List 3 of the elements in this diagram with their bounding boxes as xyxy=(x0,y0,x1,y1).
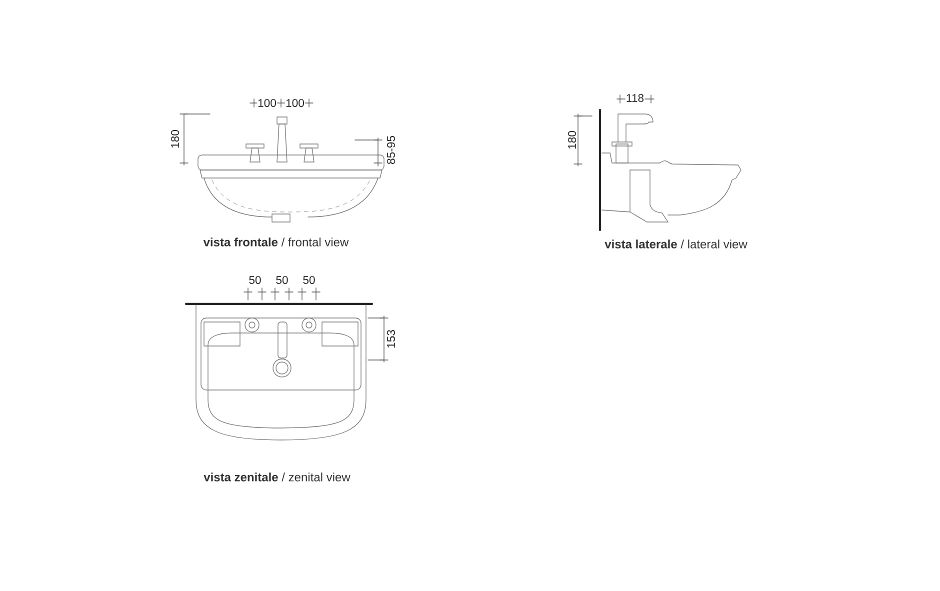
view-caption: vista frontale / frontal view xyxy=(203,238,349,246)
view-caption: vista zenitale / zenital view xyxy=(204,472,350,482)
view-caption: vista laterale / lateral view xyxy=(604,240,748,248)
